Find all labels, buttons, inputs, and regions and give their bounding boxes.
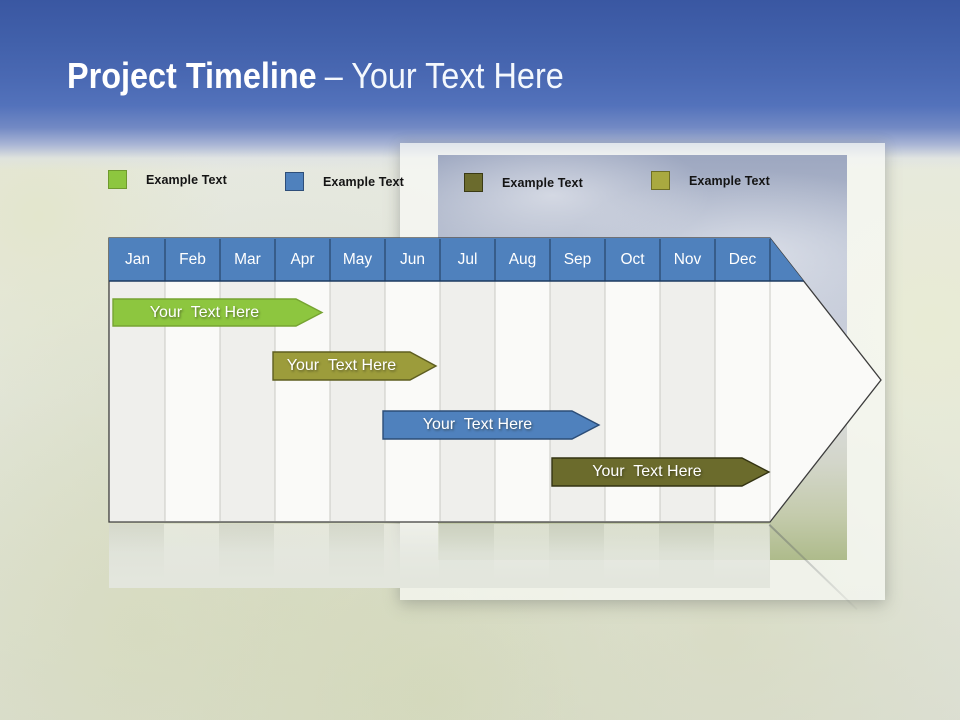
bar-dark-olive — [551, 457, 771, 487]
month-cell: Feb — [179, 251, 206, 268]
legend-label: Example Text — [323, 174, 404, 189]
title-suffix: – Your Text Here — [324, 55, 564, 96]
legend-swatch-olive — [651, 171, 670, 190]
bar-label: Your Text Here — [422, 416, 533, 433]
bar-label: Your Text Here — [592, 463, 702, 480]
legend-item: Example Text — [285, 172, 404, 191]
legend-swatch-green — [108, 170, 127, 189]
month-cell: May — [342, 251, 373, 268]
month-cell: Aug — [508, 251, 537, 268]
month-cell: Mar — [234, 251, 261, 268]
table-reflection — [109, 524, 770, 588]
title-main: Project Timeline — [67, 55, 317, 96]
bar-label: Your Text Here — [149, 304, 260, 321]
legend-label: Example Text — [689, 173, 770, 188]
month-cell: Jan — [125, 251, 150, 268]
legend-item: Example Text — [464, 173, 583, 192]
bar-blue — [382, 410, 601, 440]
legend-item: Example Text — [651, 171, 770, 190]
month-cell: Oct — [620, 251, 645, 268]
month-cell: Apr — [290, 251, 315, 268]
month-cell: Jun — [400, 251, 425, 268]
legend-swatch-blue — [285, 172, 304, 191]
legend-label: Example Text — [502, 175, 583, 190]
month-cell: Sep — [563, 251, 592, 268]
month-cell: Dec — [728, 251, 757, 268]
bar-olive — [272, 351, 438, 381]
legend-swatch-dark-olive — [464, 173, 483, 192]
reflection-fade — [109, 524, 770, 588]
top-gradient-band — [0, 0, 960, 170]
legend-item: Example Text — [108, 170, 227, 189]
body-gridlines — [164, 281, 771, 521]
bar-label: Your Text Here — [286, 357, 397, 374]
header-separators — [164, 239, 771, 281]
slide-title: Project Timeline– Your Text Here — [67, 55, 564, 96]
month-cell: Nov — [673, 251, 702, 268]
legend-label: Example Text — [146, 172, 227, 187]
month-cell: Jul — [457, 251, 478, 268]
month-header-row: Jan Feb Mar Apr May Jun Jul Aug Sep Oct … — [110, 238, 770, 281]
bar-green — [112, 298, 324, 327]
